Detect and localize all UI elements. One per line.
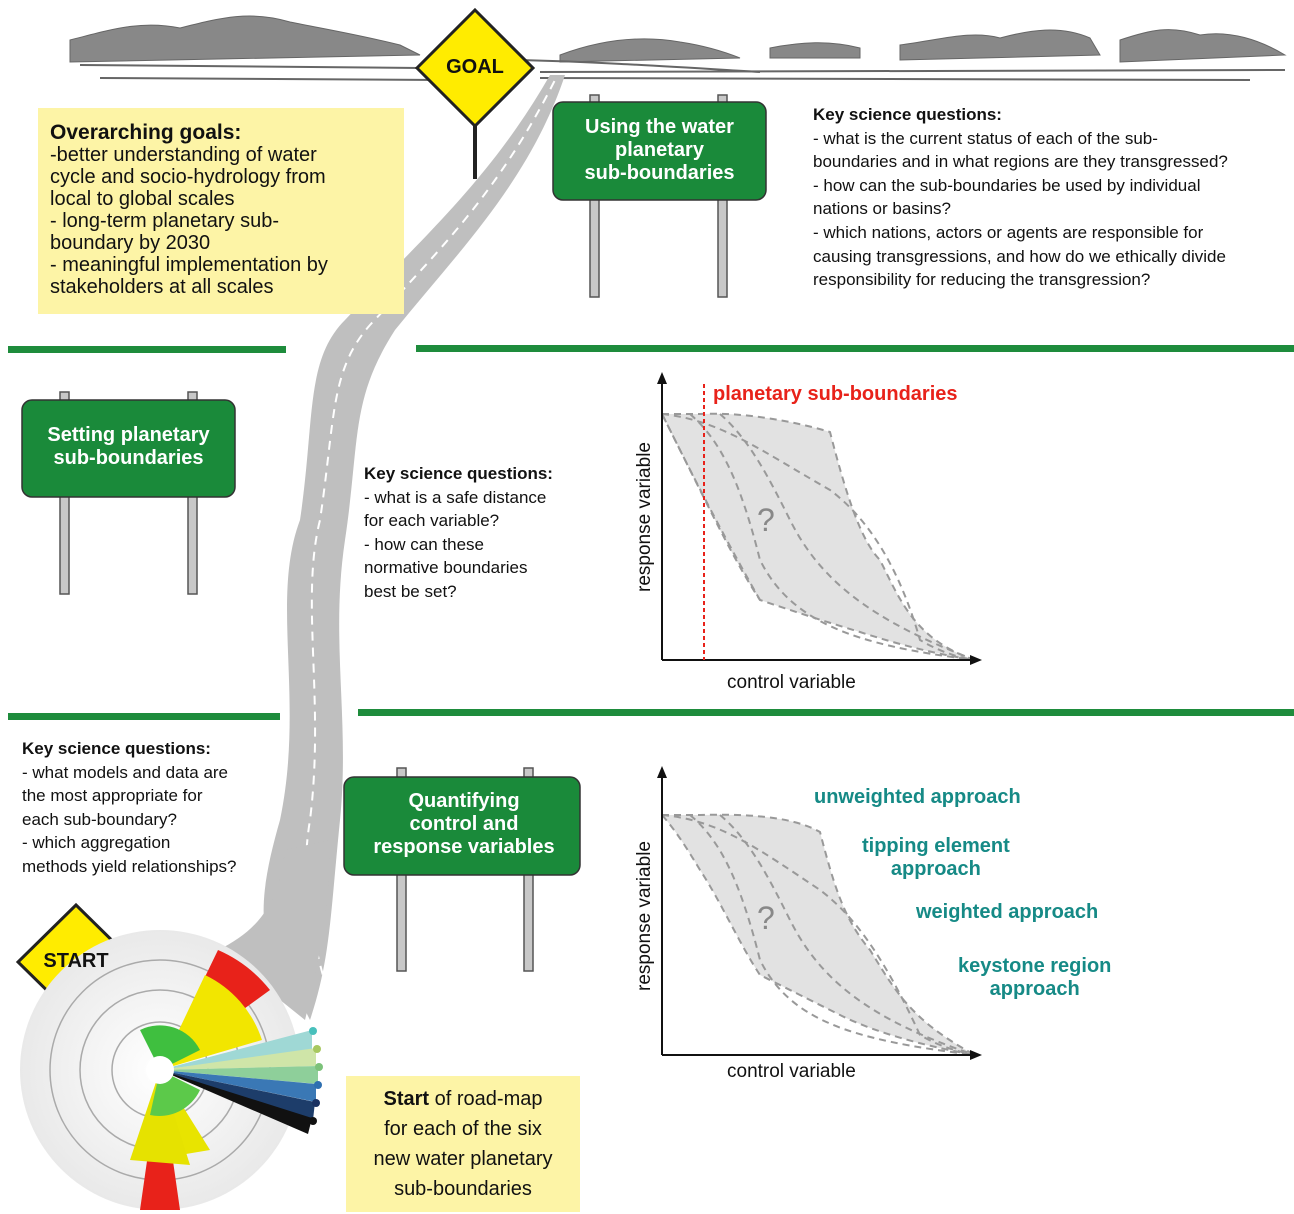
ksq-line: best be set? [364,581,457,601]
overarching-goals-box: Overarching goals: -better understanding… [38,108,404,314]
ksq-title: Key science questions: [22,739,211,758]
key-science-questions-bottom: Key science questions: - what models and… [22,737,282,879]
goal-line: - long-term planetary sub- [50,210,279,232]
approach-unweighted: unweighted approach [814,786,1021,809]
ksq-line: the most appropriate for [22,786,203,806]
sign-using-water-sub-boundaries: Using the water planetary sub-boundaries [553,116,766,185]
ksq-line: - which nations, actors or agents are re… [813,222,1204,242]
start-sign: START [43,950,109,972]
goal-line: boundary by 2030 [50,232,211,254]
approach-line: weighted approach [916,901,1099,923]
sign-line: sub-boundaries [584,162,735,184]
sign-line: response variables [373,836,555,858]
start-roadmap-box: Start of road-map for each of the six ne… [346,1076,580,1212]
graph-2 [657,766,982,1060]
goal-line: - meaningful implementation by [50,254,328,276]
ksq-line: - how can the sub-boundaries be used by … [813,175,1201,195]
graph-1 [657,372,982,665]
ksq-line: - how can these [364,534,485,554]
graph2-xlabel: control variable [727,1061,856,1082]
approach-line: unweighted approach [814,786,1021,808]
approach-line: keystone region [958,955,1112,977]
start-rest: of road-map [429,1088,543,1110]
overarching-goals-title: Overarching goals: [50,121,242,144]
goal-sign: GOAL [446,56,504,78]
approach-weighted: weighted approach [916,901,1098,924]
goal-line: -better understanding of water [50,144,317,166]
graph2-ylabel: response variable [634,841,655,991]
goal-sign-graphic [414,7,536,179]
radar-chart [20,930,323,1210]
graph1-question-mark: ? [757,502,775,538]
start-bold: Start [383,1088,430,1110]
mountain-horizon [69,15,1287,63]
approach-line: tipping element [862,835,1010,857]
goal-line: stakeholders at all scales [50,276,274,298]
ksq-title: Key science questions: [813,105,1002,124]
ksq-line: causing transgressions, and how do we et… [813,246,1226,266]
ksq-line: - what is the current status of each of … [813,128,1158,148]
ksq-line: - which aggregation [22,833,171,853]
horizon-lines [79,59,1286,81]
goal-line: local to global scales [50,188,235,210]
approach-line: approach [890,858,981,880]
key-science-questions-top: Key science questions: - what is the cur… [813,103,1293,292]
graph2-question-mark: ? [757,900,775,936]
sign-setting-sub-boundaries: Setting planetary sub-boundaries [22,424,235,470]
sign-line: Using the water [585,116,734,138]
sign-line: Setting planetary [47,424,210,446]
sign-line: planetary [615,139,704,161]
ksq-line: each sub-boundary? [22,809,178,829]
approach-line: approach [989,978,1080,1000]
planetary-sub-boundaries-label: planetary sub-boundaries [713,383,958,405]
ksq-line: methods yield relationships? [22,856,237,876]
graph1-xlabel: control variable [727,672,856,693]
ksq-line: for each variable? [364,511,500,531]
start-line: Start of road-map [346,1084,580,1114]
ksq-line: normative boundaries [364,558,528,578]
ksq-line: - what models and data are [22,762,229,782]
ksq-line: nations or basins? [813,199,951,219]
ksq-line: boundaries and in what regions are they … [813,152,1228,172]
ksq-title: Key science questions: [364,464,553,483]
start-line: sub-boundaries [394,1178,532,1200]
divider-lines [8,345,1294,720]
sign-quantifying-variables: Quantifying control and response variabl… [344,790,584,859]
approach-keystone-region: keystone region approach [958,955,1111,1001]
road [263,75,565,1020]
approach-tipping-element: tipping element approach [862,835,1010,881]
sign-line: Quantifying [408,790,520,812]
goal-line: cycle and socio-hydrology from [50,166,326,188]
start-line: for each of the six [384,1118,542,1140]
sign-line: sub-boundaries [53,447,204,469]
ksq-line: responsibility for reducing the transgre… [813,270,1151,290]
ksq-line: - what is a safe distance [364,487,547,507]
sign-boards [21,101,767,876]
key-science-questions-middle: Key science questions: - what is a safe … [364,462,604,604]
start-line: new water planetary [373,1148,553,1170]
graph1-ylabel: response variable [634,442,655,592]
sign-line: control and [409,813,519,835]
